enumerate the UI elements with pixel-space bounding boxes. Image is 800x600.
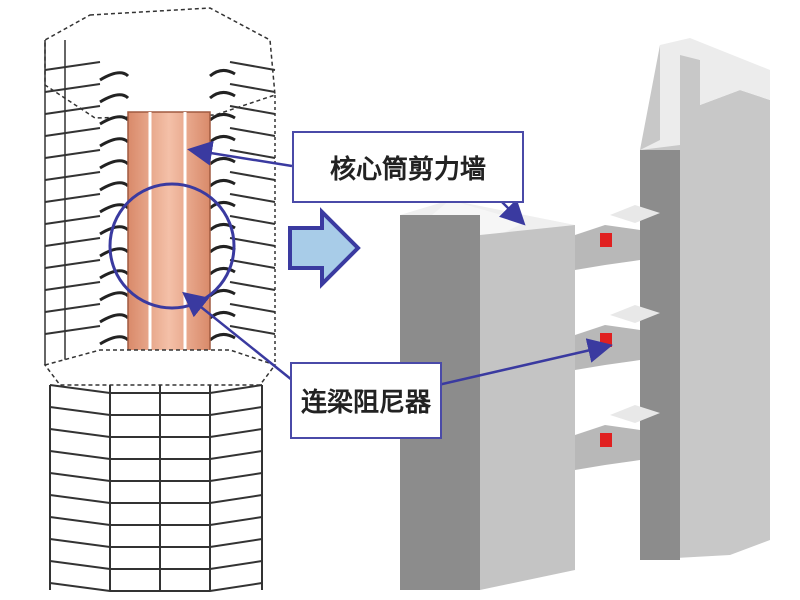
label-core-tube-shear-wall: 核心筒剪力墙 [292, 131, 524, 203]
left-wall-side [480, 225, 575, 590]
floor-slab [44, 215, 276, 225]
lower-floor [49, 582, 263, 592]
beam-top [610, 405, 660, 423]
floor-slab [44, 303, 276, 313]
lower-floor [49, 560, 263, 570]
lower-floor [49, 538, 263, 548]
building-model [43, 7, 277, 592]
damper [600, 233, 612, 247]
coupling-beam [99, 69, 236, 82]
callout-arrows [182, 140, 613, 387]
coupling-beam [99, 223, 236, 236]
beam-top [610, 205, 660, 223]
floor-slab [44, 325, 276, 335]
building-podium-top [43, 349, 277, 386]
damper-highlight-circle [108, 182, 236, 310]
lower-floor [49, 472, 263, 482]
floor-slab [44, 237, 276, 247]
coupling-beam [99, 113, 236, 126]
coupling-beam-block [575, 225, 640, 270]
coupling-beam [99, 333, 236, 346]
lower-floor [49, 516, 263, 526]
floor-slab [44, 105, 276, 115]
floor-slab [44, 83, 276, 93]
beam-top [610, 305, 660, 323]
building-roof [44, 7, 276, 119]
floor-slab [44, 127, 276, 137]
lower-floor [49, 428, 263, 438]
lower-floor [49, 450, 263, 460]
floor-slab [44, 171, 276, 181]
coupling-beam-block [575, 425, 640, 470]
coupling-beam [99, 179, 236, 192]
right-wall-front [640, 150, 680, 560]
lower-floor [49, 494, 263, 504]
label-coupling-beam-damper: 连梁阻尼器 [290, 362, 442, 439]
floor-slab [44, 259, 276, 269]
damper [600, 433, 612, 447]
floor-slab [44, 281, 276, 291]
floor-slab [44, 149, 276, 159]
damper [600, 333, 612, 347]
right-wall-top [640, 38, 770, 150]
floor-slab [44, 61, 276, 71]
lower-floor [49, 406, 263, 416]
coupling-beam [99, 201, 236, 214]
coupling-beam-block [575, 325, 640, 370]
floor-slab [44, 193, 276, 203]
lower-floor [49, 384, 263, 394]
coupling-beam [99, 135, 236, 148]
coupling-beam [99, 91, 236, 104]
coupling-beam [99, 267, 236, 280]
coupled-wall-model [400, 38, 770, 590]
transition-arrow [288, 207, 361, 289]
